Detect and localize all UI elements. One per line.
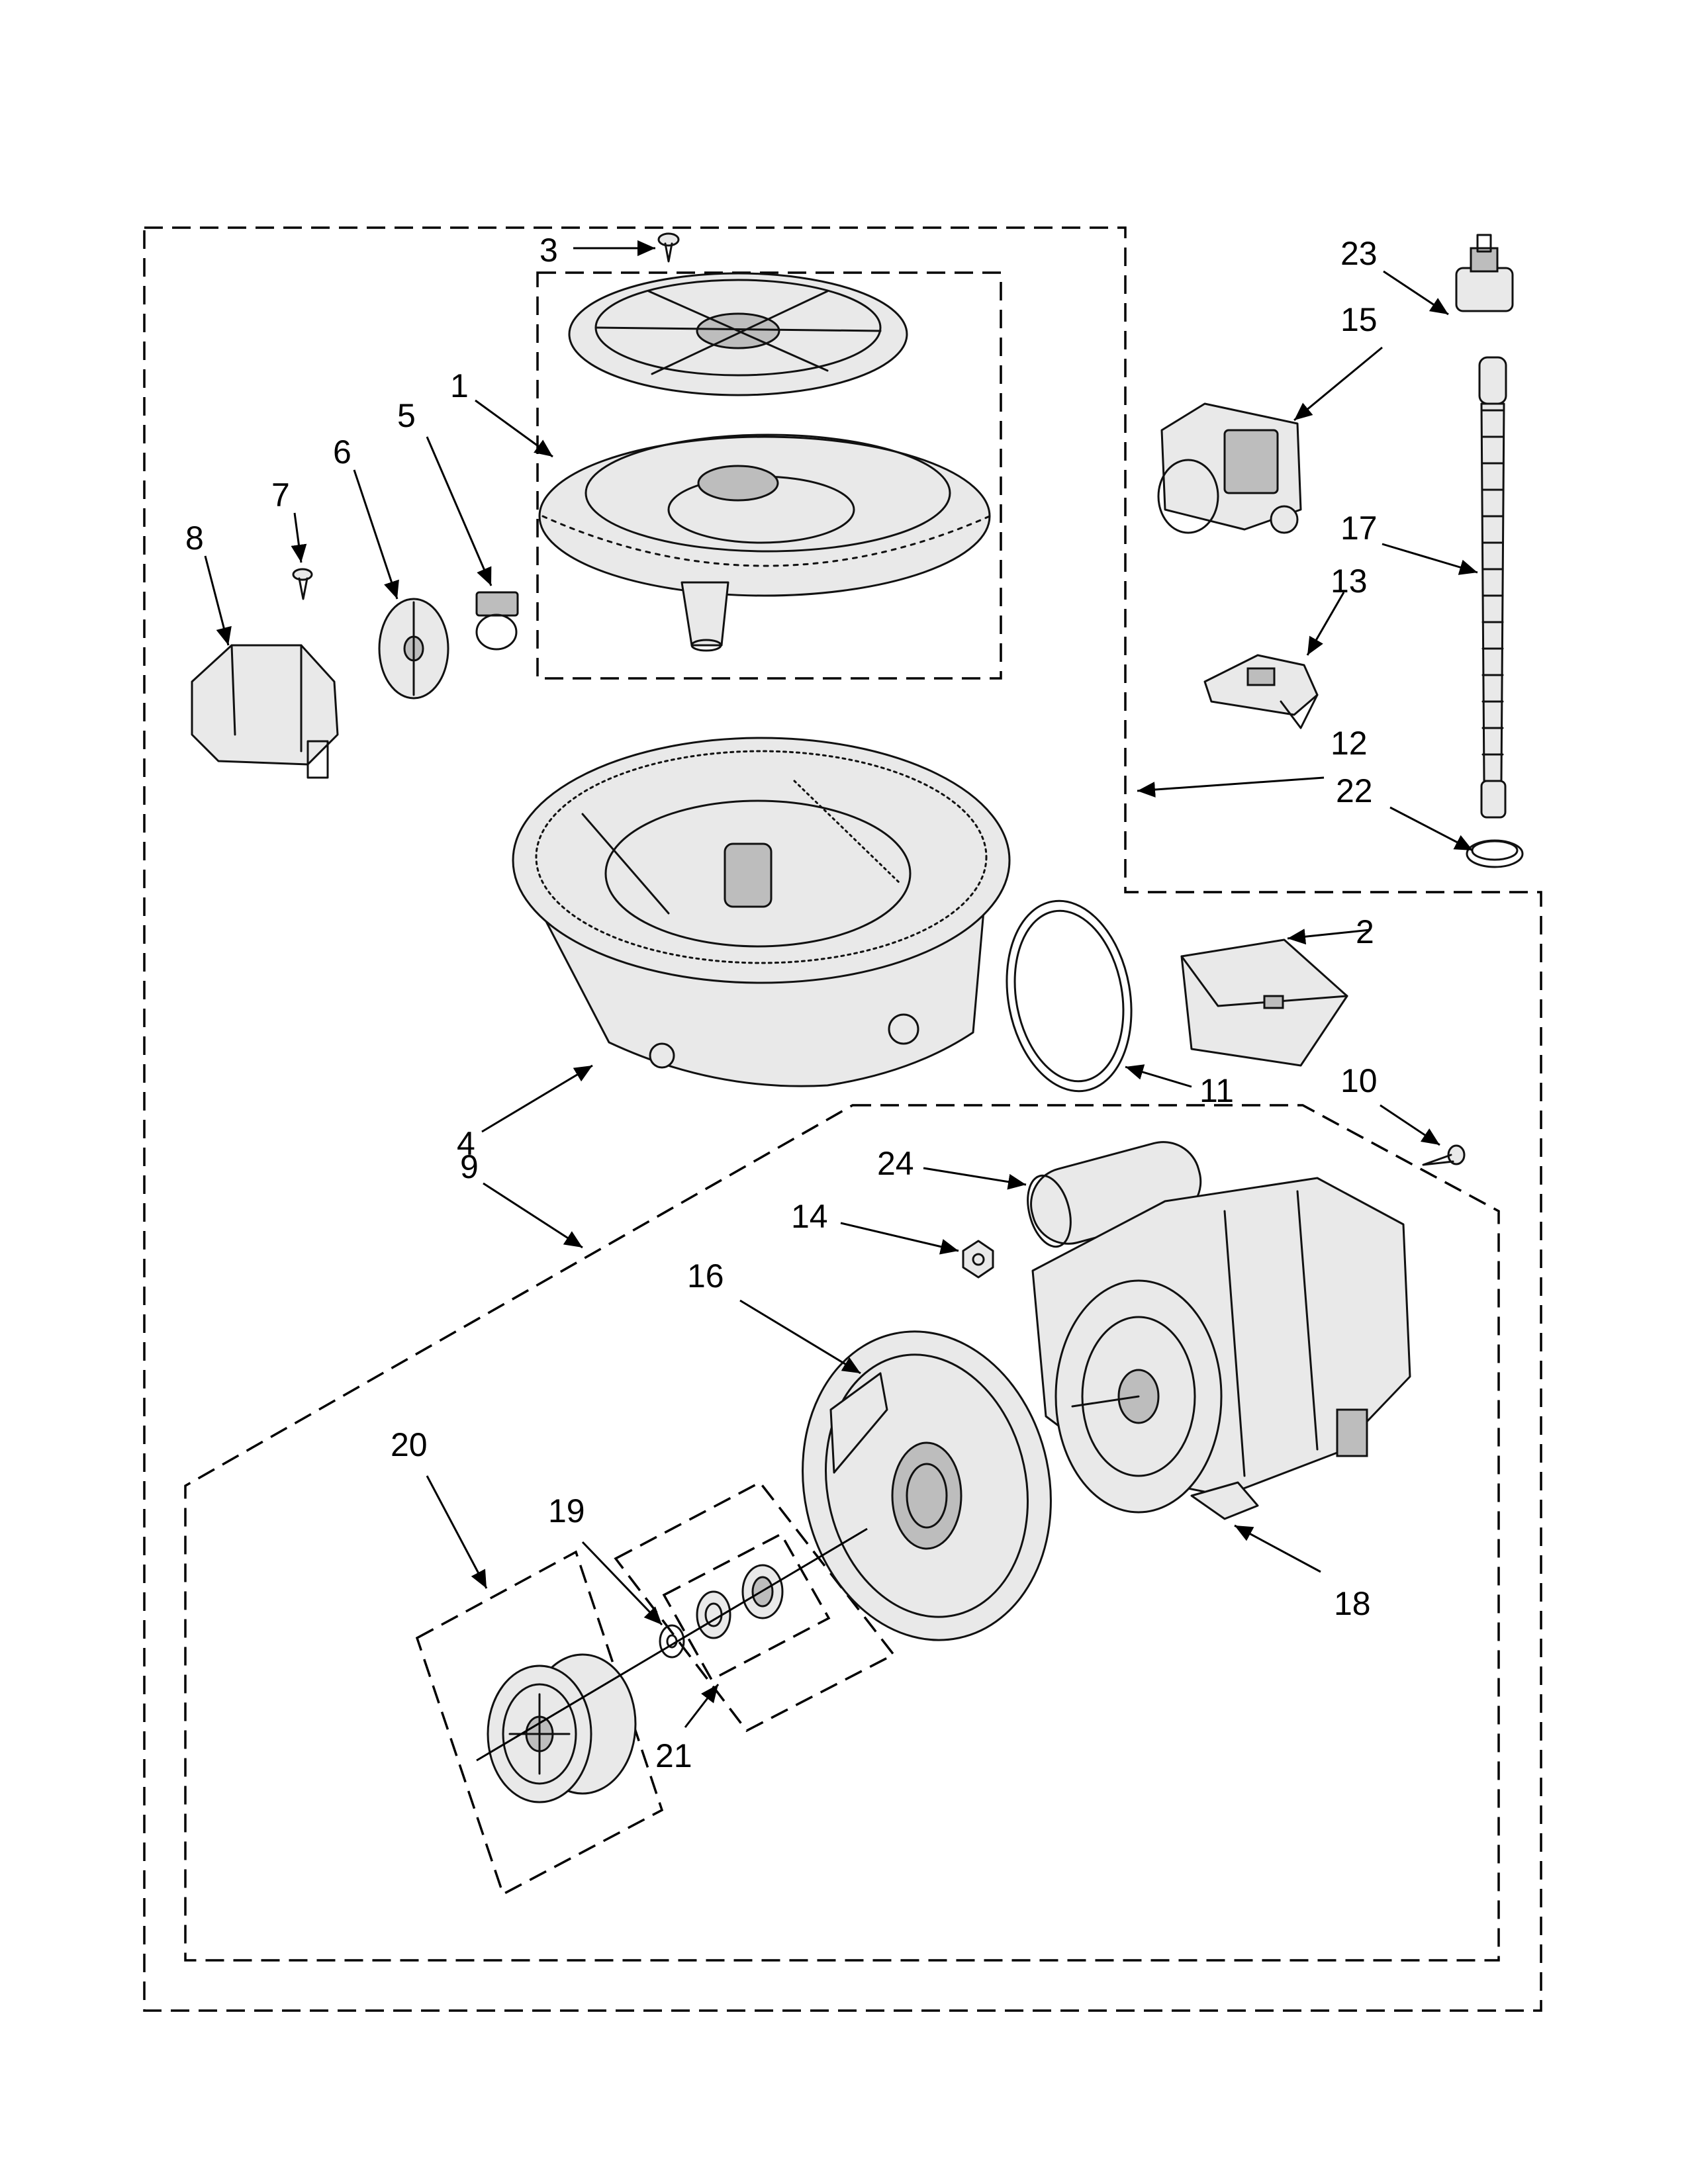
mounting-bracket: [1203, 654, 1319, 729]
callout-16: 16: [687, 1257, 724, 1295]
hose-clamp: [1466, 839, 1524, 868]
wash-motor: [1031, 1177, 1411, 1520]
outer-assembly-boundary: [143, 226, 1542, 2012]
callout-14: 14: [791, 1198, 828, 1235]
pump-housing: [802, 1330, 1052, 1641]
callout-labels: 3 1 5 6 7 8 4 9 11 2 10 12 13 17 22 15 2…: [185, 232, 1378, 1774]
callout-7: 7: [271, 477, 290, 514]
chopper-disc: [378, 598, 449, 700]
callout-6: 6: [333, 433, 352, 471]
callout-12: 12: [1331, 725, 1368, 762]
callout-4: 4: [457, 1125, 475, 1162]
callout-5: 5: [397, 397, 416, 434]
turbidity-sensor: [1455, 234, 1514, 312]
callout-9: 9: [460, 1148, 479, 1185]
filter-base-plate: [538, 433, 991, 652]
drain-hose: [1478, 356, 1507, 819]
sump-assembly: [512, 737, 1011, 1087]
callout-22: 22: [1336, 772, 1373, 809]
callout-2: 2: [1356, 913, 1374, 950]
impeller-housing-boundary: [415, 1550, 664, 1896]
callout-18: 18: [1334, 1585, 1371, 1622]
callout-15: 15: [1340, 301, 1378, 338]
filter-cover-plate: [568, 272, 908, 396]
assembly-axis-line: [476, 1527, 868, 1762]
diverter-housing: [1180, 938, 1348, 1067]
washer: [659, 1624, 685, 1659]
callout-8: 8: [185, 520, 204, 557]
flapper-part: [475, 591, 519, 651]
callout-24: 24: [877, 1145, 914, 1182]
callout-3: 3: [539, 232, 558, 269]
drain-pump: [1157, 402, 1302, 534]
leader-lines: [204, 240, 1478, 1728]
callout-10: 10: [1340, 1062, 1378, 1099]
callout-17: 17: [1340, 510, 1378, 547]
callout-1: 1: [450, 367, 469, 404]
housing-screw: [1422, 1144, 1466, 1166]
pump-cover: [191, 644, 339, 779]
callout-20: 20: [391, 1426, 428, 1463]
callout-11: 11: [1199, 1072, 1234, 1109]
callout-23: 23: [1340, 235, 1378, 272]
hex-nut: [962, 1240, 994, 1279]
sump-gasket: [1006, 899, 1133, 1093]
filter-screw: [657, 232, 680, 263]
pump-seal-kit: [696, 1564, 784, 1639]
seal-kit-outer-boundary: [614, 1480, 896, 1733]
callout-19: 19: [548, 1492, 585, 1529]
callout-13: 13: [1331, 563, 1368, 600]
mounting-screw: [292, 568, 313, 600]
seal-kit-inner-boundary: [662, 1532, 831, 1682]
impeller: [487, 1653, 637, 1803]
filter-assembly-boundary: [536, 271, 1002, 680]
callout-21: 21: [655, 1737, 692, 1774]
motor-pump-assembly-boundary: [184, 1104, 1500, 1962]
